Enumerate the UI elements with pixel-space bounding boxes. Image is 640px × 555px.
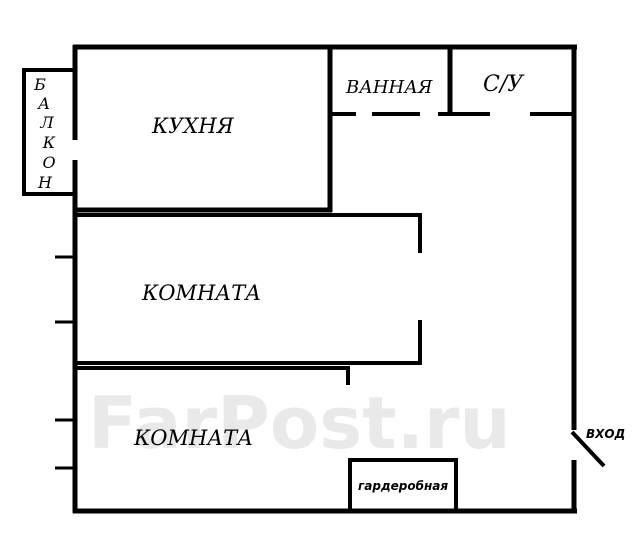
bathroom-walls bbox=[328, 47, 576, 116]
kitchen-walls bbox=[73, 47, 333, 213]
entrance-label: ВХОД bbox=[586, 427, 625, 441]
balcony-letter: К bbox=[42, 133, 56, 152]
balcony-letter: Б bbox=[33, 75, 46, 94]
balcony-letter: О bbox=[42, 153, 55, 172]
wardrobe-label: гардеробная bbox=[358, 479, 448, 493]
room1-walls bbox=[73, 213, 422, 365]
bathroom-label: ВАННАЯ bbox=[345, 77, 433, 98]
room1-label: КОМНАТА bbox=[141, 281, 261, 305]
wardrobe-walls bbox=[348, 458, 458, 513]
entrance-door bbox=[570, 430, 606, 468]
room2-label: КОМНАТА bbox=[133, 426, 253, 450]
balcony-label: Б А Л К О Н bbox=[33, 75, 56, 192]
balcony-letter: Л bbox=[39, 113, 54, 132]
kitchen-label: КУХНЯ bbox=[151, 114, 235, 138]
room2-walls bbox=[73, 366, 350, 385]
watermark: FarPost.ru bbox=[88, 381, 511, 465]
window-marks bbox=[55, 255, 75, 470]
outer-walls bbox=[72, 44, 577, 514]
balcony-letter: А bbox=[37, 94, 50, 113]
balcony-letter: Н bbox=[37, 173, 53, 192]
toilet-label: С/У bbox=[483, 72, 525, 97]
balcony bbox=[22, 68, 77, 196]
